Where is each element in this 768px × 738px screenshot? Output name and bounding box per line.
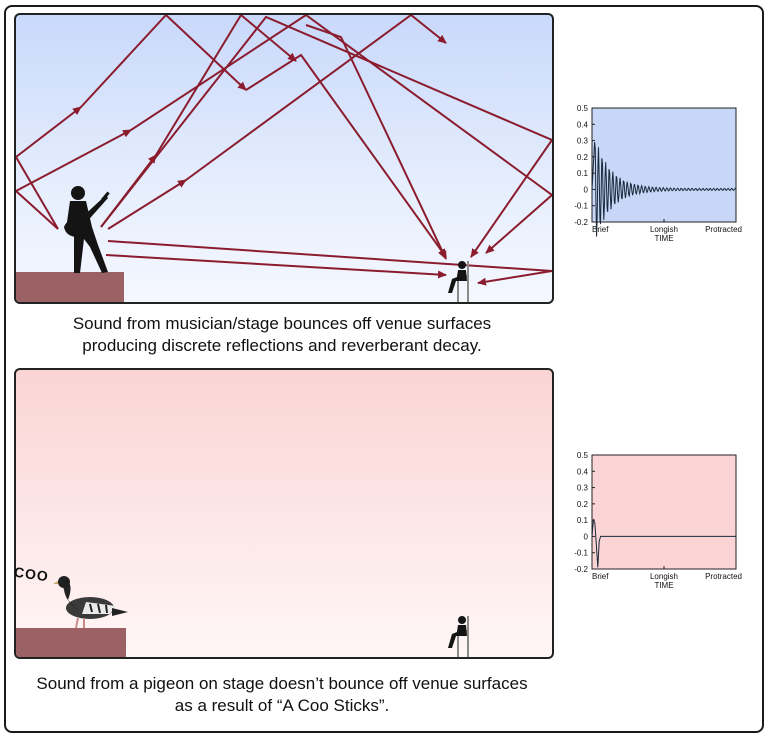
ray-ceiling-b bbox=[130, 15, 552, 254]
x-tick-label: Longish bbox=[650, 225, 678, 234]
x-axis-label: TIME bbox=[654, 581, 673, 590]
x-tick-label: Brief bbox=[592, 572, 609, 581]
y-tick-label: 0.3 bbox=[577, 137, 589, 146]
y-tick-label: 0.1 bbox=[577, 516, 589, 525]
y-tick-label: -0.2 bbox=[574, 565, 588, 574]
ray-direct bbox=[105, 254, 447, 279]
reflection-rays bbox=[16, 15, 552, 286]
x-tick-label: Longish bbox=[650, 572, 678, 581]
bottom-caption-line-2: as a result of “A Coo Sticks”. bbox=[174, 696, 390, 715]
ray-ceiling-c bbox=[155, 15, 297, 156]
y-tick-label: 0.5 bbox=[577, 451, 589, 460]
y-tick-label: 0.2 bbox=[577, 153, 589, 162]
x-tick-label: Protracted bbox=[705, 572, 742, 581]
stage-block bbox=[16, 628, 126, 657]
ray-left-wall-mid bbox=[16, 129, 132, 230]
waveform-line bbox=[591, 142, 737, 237]
plot-area bbox=[591, 107, 737, 223]
y-tick-label: -0.2 bbox=[574, 218, 588, 227]
guitarist-silhouette bbox=[64, 186, 110, 273]
x-tick-label: Brief bbox=[592, 225, 609, 234]
bottom-caption: Sound from a pigeon on stage doesn’t bou… bbox=[14, 673, 550, 717]
ray-down-a bbox=[245, 53, 447, 258]
reflection-scene bbox=[16, 15, 552, 302]
ray-left-wall-up bbox=[16, 106, 82, 230]
y-tick-label: 0.2 bbox=[577, 500, 589, 509]
y-tick-label: 0.5 bbox=[577, 104, 589, 113]
y-tick-label: -0.1 bbox=[574, 202, 588, 211]
ray-ceiling-e bbox=[185, 15, 447, 181]
y-tick-label: 0.3 bbox=[577, 484, 589, 493]
y-tick-label: 0 bbox=[584, 532, 589, 541]
pigeon-silhouette bbox=[53, 576, 128, 629]
x-tick-label: Protracted bbox=[705, 225, 742, 234]
y-tick-label: -0.1 bbox=[574, 549, 588, 558]
y-tick-label: 0 bbox=[584, 185, 589, 194]
bottom-caption-line-1: Sound from a pigeon on stage doesn’t bou… bbox=[36, 674, 528, 693]
ray-direct-wall bbox=[107, 240, 552, 286]
ray-down-b bbox=[305, 24, 447, 260]
y-tick-label: 0.1 bbox=[577, 169, 589, 178]
x-axis-label: TIME bbox=[654, 234, 673, 243]
top-caption-line-2: producing discrete reflections and rever… bbox=[82, 336, 482, 355]
pigeon-scene-panel bbox=[14, 368, 554, 659]
listener-silhouette bbox=[448, 616, 469, 657]
top-caption-line-1: Sound from musician/stage bounces off ve… bbox=[72, 314, 492, 333]
ray-up-b bbox=[107, 179, 187, 230]
ray-ceiling-a bbox=[80, 15, 247, 108]
waveform-line bbox=[591, 518, 736, 568]
top-caption: Sound from musician/stage bounces off ve… bbox=[14, 313, 550, 357]
stage-block bbox=[16, 272, 124, 302]
reflection-scene-panel bbox=[14, 13, 554, 304]
pigeon-scene bbox=[16, 576, 469, 657]
y-tick-label: 0.4 bbox=[577, 120, 589, 129]
y-tick-label: 0.4 bbox=[577, 467, 589, 476]
ray-ceiling-d bbox=[100, 15, 552, 258]
listener-silhouette bbox=[448, 261, 469, 302]
plot-area bbox=[591, 454, 737, 570]
